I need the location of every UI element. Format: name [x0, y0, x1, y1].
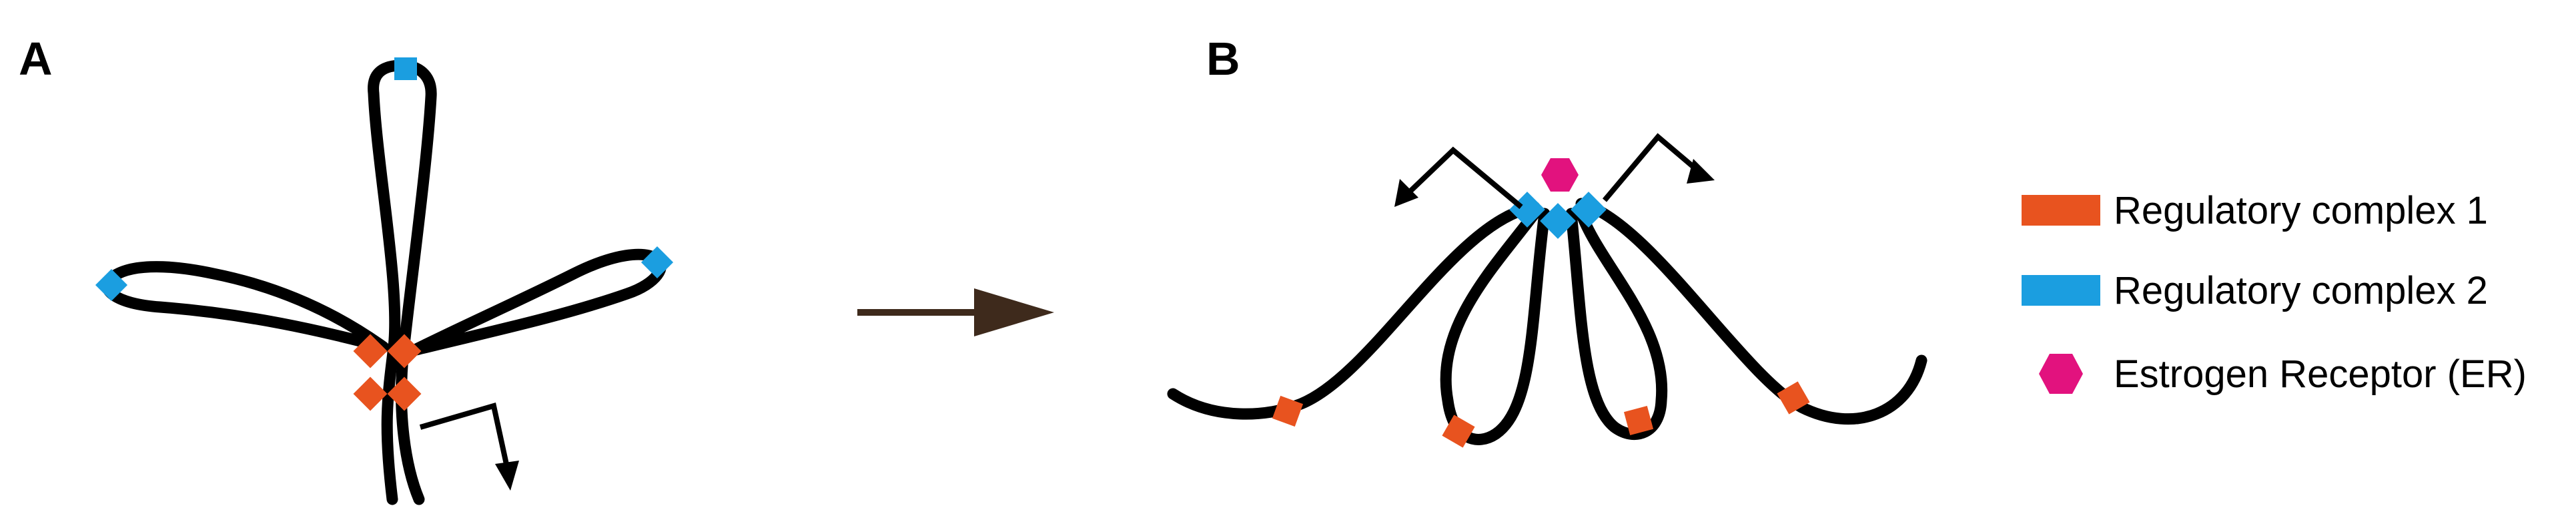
panel-b-orange-markers	[1272, 381, 1810, 448]
legend-swatch-regulatory-complex-1	[2022, 195, 2100, 226]
legend-swatch-estrogen-receptor	[2039, 354, 2083, 394]
regulatory-complex-2-marker-top	[394, 57, 417, 80]
regulatory-complex-1-marker-a3	[353, 376, 388, 411]
panel-a-arrowhead	[495, 461, 519, 491]
panel-a: A	[19, 33, 674, 505]
panel-b-right-arrowhead	[1687, 159, 1715, 184]
panel-b: B	[1167, 33, 1927, 448]
regulatory-complex-2-marker-left	[95, 268, 128, 302]
estrogen-receptor-hexagon	[1541, 158, 1579, 192]
regulatory-complex-1-marker-b4	[1777, 381, 1810, 415]
legend-label-regulatory-complex-2: Regulatory complex 2	[2114, 269, 2488, 312]
panel-a-label: A	[19, 33, 53, 85]
panel-b-left-transcription-arrow	[1394, 146, 1523, 210]
legend-label-regulatory-complex-1: Regulatory complex 1	[2114, 189, 2488, 232]
legend-swatch-regulatory-complex-2	[2022, 275, 2100, 306]
legend-label-estrogen-receptor: Estrogen Receptor (ER)	[2114, 352, 2527, 396]
panel-a-transcription-arrow	[419, 402, 519, 491]
regulatory-complex-1-marker-b1	[1272, 395, 1304, 427]
regulatory-complex-1-marker-a1	[353, 334, 388, 368]
legend-item-estrogen-receptor: Estrogen Receptor (ER)	[2039, 352, 2527, 396]
regulatory-complex-1-marker-a4	[387, 376, 422, 411]
regulatory-complex-1-marker-b3	[1623, 405, 1654, 436]
panel-b-right-transcription-arrow	[1602, 133, 1715, 202]
panel-b-label: B	[1206, 33, 1240, 85]
regulatory-complex-1-marker-a2	[387, 334, 422, 368]
legend: Regulatory complex 1 Regulatory complex …	[2022, 189, 2527, 396]
regulatory-complex-2-marker-right	[640, 246, 674, 279]
panel-b-left-arrowhead	[1394, 179, 1418, 207]
panel-a-blue-markers	[95, 57, 674, 302]
legend-item-regulatory-complex-1: Regulatory complex 1	[2022, 189, 2488, 232]
transition-arrow	[857, 288, 1054, 336]
panel-a-chromatin-strand	[101, 59, 667, 505]
regulatory-complex-1-marker-b2	[1442, 415, 1475, 448]
panel-a-orange-markers	[353, 334, 422, 411]
legend-item-regulatory-complex-2: Regulatory complex 2	[2022, 269, 2488, 312]
